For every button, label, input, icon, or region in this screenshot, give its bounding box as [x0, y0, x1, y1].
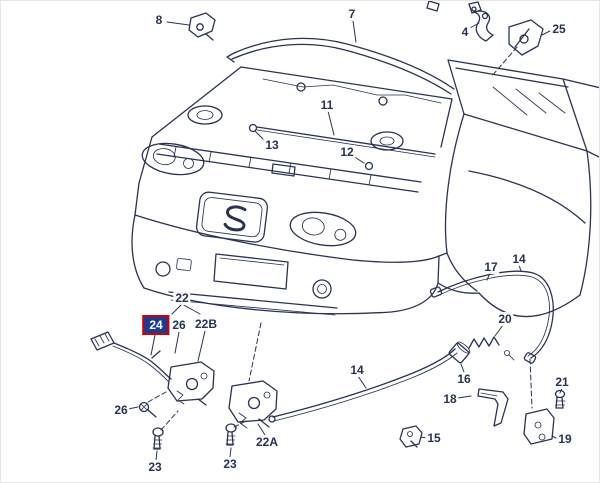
callout-8[interactable]: 8 — [153, 13, 165, 27]
hinge-left-part — [188, 12, 216, 41]
screw-23-left-part — [152, 427, 164, 450]
top-edge-part-fragments — [426, 1, 482, 14]
callout-18[interactable]: 18 — [441, 392, 459, 406]
callout-22a[interactable]: 22A — [253, 435, 281, 449]
engine-bay — [138, 66, 453, 193]
callout-11[interactable]: 11 — [318, 98, 336, 112]
screw-21-part — [554, 389, 566, 409]
release-cable-upper-part — [429, 270, 554, 364]
callout-22b[interactable]: 22B — [192, 317, 220, 331]
hinge-right-part — [490, 19, 544, 78]
callout-14-upper[interactable]: 14 — [510, 252, 528, 266]
callout-23-left[interactable]: 23 — [146, 460, 164, 474]
bracket-19-part — [523, 408, 555, 445]
bolt-26-part — [138, 401, 157, 418]
callout-26-bolt[interactable]: 26 — [112, 403, 130, 417]
prop-rod-part — [248, 123, 436, 171]
assembly-dash-lines — [147, 322, 533, 431]
callout-26-row[interactable]: 26 — [170, 318, 188, 332]
callout-25[interactable]: 25 — [550, 22, 568, 36]
callout-4[interactable]: 4 — [459, 25, 471, 39]
screw-23-right-part — [225, 423, 237, 446]
clip-15-part — [399, 425, 423, 448]
callout-7[interactable]: 7 — [346, 7, 358, 21]
callout-22[interactable]: 22 — [173, 291, 191, 305]
leader-lines — [127, 20, 563, 461]
callout-21[interactable]: 21 — [553, 375, 571, 389]
hinge-bracket-part — [473, 10, 494, 42]
callout-16[interactable]: 16 — [455, 372, 473, 386]
callout-15[interactable]: 15 — [425, 431, 443, 445]
grommet-16-part — [448, 341, 471, 364]
callout-23-right[interactable]: 23 — [221, 457, 239, 471]
callout-19[interactable]: 19 — [556, 432, 574, 446]
callout-13[interactable]: 13 — [263, 138, 281, 152]
callout-17[interactable]: 17 — [482, 260, 500, 274]
hood-latch-22a-part — [228, 380, 278, 429]
grille — [195, 191, 269, 243]
car-body-outline — [437, 59, 599, 318]
callout-14-lower[interactable]: 14 — [348, 363, 366, 377]
cable-end-part — [90, 331, 172, 383]
callout-20[interactable]: 20 — [496, 312, 514, 326]
hood-latch-22b-part — [167, 361, 215, 406]
hood-seal-part — [226, 37, 455, 95]
release-cable-lower-part — [268, 348, 458, 423]
callout-12[interactable]: 12 — [338, 145, 356, 159]
spring-20-part — [468, 336, 515, 361]
headlight-right — [289, 211, 357, 247]
callout-24-selected[interactable]: 24 — [142, 315, 170, 335]
headlight-left — [141, 142, 205, 176]
release-handle-part — [477, 388, 509, 427]
